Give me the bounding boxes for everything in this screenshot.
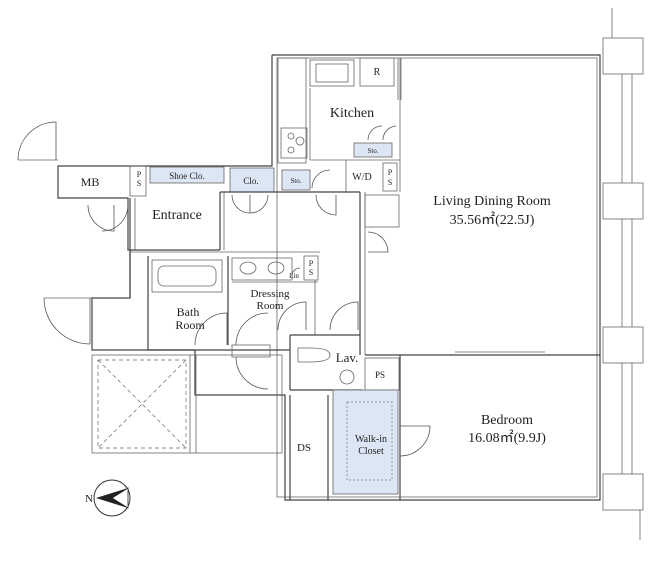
- kitchen-area: [277, 57, 402, 192]
- ps-room-label: PS: [375, 370, 385, 380]
- dressing-label-2: Room: [257, 300, 284, 312]
- ps-label-kitchen-p: P: [388, 168, 393, 177]
- outer-walls: [57, 54, 601, 501]
- bedroom-name: Bedroom: [481, 413, 533, 428]
- compass-north-label: N: [85, 493, 93, 505]
- storage-sto-kitchen: [353, 142, 393, 158]
- lav-label: Lav.: [336, 350, 359, 365]
- compass-icon: [93, 479, 131, 517]
- ps-label-dressing-s: S: [309, 268, 313, 277]
- walk-in-closet: [332, 389, 399, 495]
- wd-label: W/D: [352, 172, 371, 183]
- bath-dressing: [129, 250, 359, 390]
- bedroom-area: [289, 351, 600, 500]
- ps-label-entrance-s: S: [137, 179, 141, 188]
- living-room-name: Living Dining Room: [433, 194, 551, 209]
- ps-label-dressing-p: P: [309, 259, 314, 268]
- sto-label-kitchen: Sto.: [367, 147, 378, 155]
- shoe-closet: [149, 166, 225, 184]
- kitchen-label: Kitchen: [330, 106, 374, 121]
- sto-label-entrance: Sto.: [290, 177, 301, 185]
- shoe-closet-label: Shoe Clo.: [169, 171, 205, 181]
- dressing-label-1: Dressing: [250, 288, 290, 300]
- bedroom-area: 16.08㎡(9.9J): [468, 430, 546, 446]
- entrance-area: [17, 121, 360, 251]
- closet: [229, 167, 275, 193]
- balcony-columns: [602, 8, 644, 540]
- closet-label: Clo.: [243, 176, 258, 186]
- refrigerator: [359, 57, 395, 87]
- living-room-area: 35.56㎡(22.5J): [450, 212, 535, 228]
- ps-label-entrance-p: P: [137, 170, 142, 179]
- mb-label: MB: [81, 175, 100, 189]
- linen-label: Lin: [289, 272, 299, 280]
- ds-label: DS: [297, 442, 311, 454]
- walkin-label-1: Walk-in: [355, 434, 387, 445]
- entrance-label: Entrance: [152, 208, 202, 223]
- walkin-label-2: Closet: [358, 446, 384, 457]
- ldr-doors: [359, 192, 400, 355]
- bath-label-2: Room: [175, 318, 205, 332]
- balcony-lower: [43, 297, 283, 454]
- ps-label-kitchen-s: S: [388, 178, 392, 187]
- refrigerator-label: R: [374, 67, 381, 78]
- bath-label-1: Bath: [177, 305, 200, 319]
- storage-sto-entrance: [281, 169, 311, 191]
